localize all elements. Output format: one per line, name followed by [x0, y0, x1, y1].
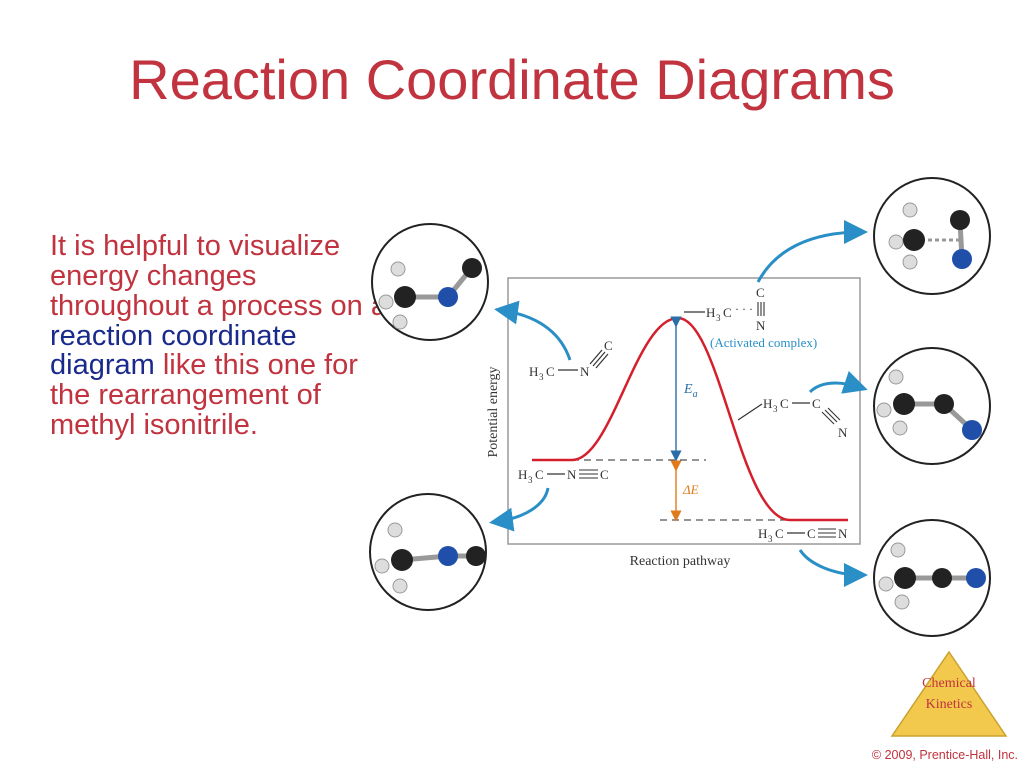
chemical-kinetics-badge: Chemical Kinetics [890, 650, 1008, 737]
delta-e-label: ΔE [682, 482, 699, 497]
badge-line-2: Kinetics [926, 697, 973, 712]
slide-title: Reaction Coordinate Diagrams [129, 48, 895, 111]
body-text: It is helpful to visualize energy change… [50, 230, 390, 442]
ea-label: Ea [683, 382, 698, 400]
ea-label-sub: a [693, 389, 698, 400]
svg-text:N: N [567, 467, 577, 482]
y-axis-label: Potential energy [486, 366, 501, 457]
svg-text:H: H [706, 305, 715, 320]
svg-text:C: C [812, 396, 821, 411]
svg-text:N: N [838, 526, 848, 541]
body-text-highlight: reaction coordinate diagram [50, 319, 297, 382]
svg-text:C: C [723, 305, 732, 320]
svg-text:3: 3 [768, 534, 773, 544]
methyl-isonitrile-model-icon [371, 223, 489, 341]
activated-complex-label: (Activated complex) [710, 335, 817, 350]
svg-text:3: 3 [528, 475, 533, 485]
svg-text:3: 3 [716, 313, 721, 323]
svg-text:N: N [756, 318, 766, 333]
svg-text:N: N [838, 425, 848, 440]
svg-text:C: C [775, 526, 784, 541]
svg-text:H: H [518, 467, 527, 482]
body-text-intro: It is helpful to visualize energy change… [50, 230, 387, 322]
svg-text:C: C [546, 364, 555, 379]
svg-text:C: C [604, 338, 613, 353]
ea-label-main: E [683, 382, 693, 397]
svg-text:H: H [758, 526, 767, 541]
badge-triangle-icon [890, 650, 1008, 737]
arrow-to-product-bent [808, 370, 868, 394]
plot-frame [507, 277, 861, 545]
svg-text:H: H [763, 396, 772, 411]
arrow-to-product-linear [798, 549, 868, 587]
arrow-to-activated-complex [756, 220, 868, 283]
acetonitrile-model-icon [873, 519, 991, 637]
svg-text:H: H [529, 364, 538, 379]
badge-line-1: Chemical [922, 676, 976, 691]
activated-complex-model-icon [873, 177, 991, 295]
copyright-footer: © 2009, Prentice-Hall, Inc. [871, 748, 1018, 762]
near-linear-model-icon [873, 347, 991, 465]
arrow-to-reactant-linear [489, 487, 550, 532]
svg-text:· · ·: · · · [735, 302, 753, 316]
svg-text:N: N [580, 364, 590, 379]
svg-text:3: 3 [539, 372, 544, 382]
x-axis-label: Reaction pathway [630, 554, 731, 569]
svg-text:3: 3 [773, 404, 778, 414]
bent-transition-model-icon [369, 493, 487, 611]
body-text-outro: like this one for the rearrangement of m… [50, 349, 358, 442]
svg-text:C: C [535, 467, 544, 482]
arrow-to-reactant-bent [494, 300, 572, 361]
svg-text:C: C [756, 285, 765, 300]
svg-text:C: C [780, 396, 789, 411]
svg-text:C: C [807, 526, 816, 541]
svg-text:C: C [600, 467, 609, 482]
